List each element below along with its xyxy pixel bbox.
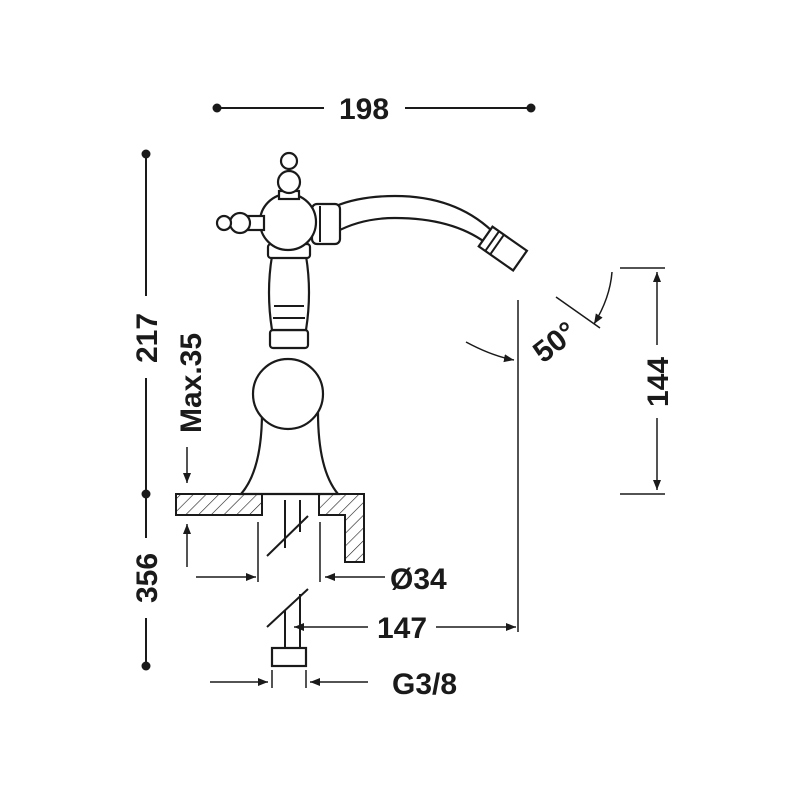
dimension-connection: G3/8: [210, 668, 457, 701]
dimension-label-144: 144: [642, 357, 675, 407]
dimension-label-198: 198: [339, 93, 389, 126]
faucet-base: [238, 410, 341, 496]
countertop-section: [175, 493, 365, 563]
dimension-label-217: 217: [131, 313, 164, 363]
dimension-height-217: 217: [131, 149, 164, 499]
dimension-reach-147: 147: [294, 300, 519, 645]
top-knob: [276, 169, 302, 195]
dimension-label-g38: G3/8: [392, 668, 457, 701]
dimension-label-50deg: 50°: [527, 316, 583, 370]
dimension-angle-50: 50°: [465, 271, 613, 370]
faucet-body-sphere: [251, 357, 325, 431]
dimension-label-max35: Max.35: [175, 333, 208, 433]
faucet-column: [267, 254, 311, 332]
faucet-spout: [334, 194, 494, 245]
faucet-head: [258, 192, 318, 252]
break-line: [266, 588, 309, 628]
dimension-label-356: 356: [131, 553, 164, 603]
dimension-label-147: 147: [377, 612, 427, 645]
dimension-height-144: 144: [620, 267, 675, 495]
faucet-illustration: [215, 151, 529, 496]
g38-connector: [270, 646, 308, 668]
dimension-label-o34: Ø34: [390, 563, 447, 596]
top-finial: [279, 151, 299, 171]
spout-aerator: [477, 225, 529, 272]
dimension-hole-diameter: Ø34: [196, 522, 447, 596]
dimension-width-198: 198: [212, 93, 536, 126]
dimension-deck-thickness: Max.35: [175, 333, 208, 567]
supply-pipe: [266, 500, 309, 668]
handle-knob: [228, 211, 252, 235]
break-line: [266, 515, 309, 557]
handle-finial: [215, 214, 233, 232]
dimension-height-356: 356: [131, 494, 164, 671]
